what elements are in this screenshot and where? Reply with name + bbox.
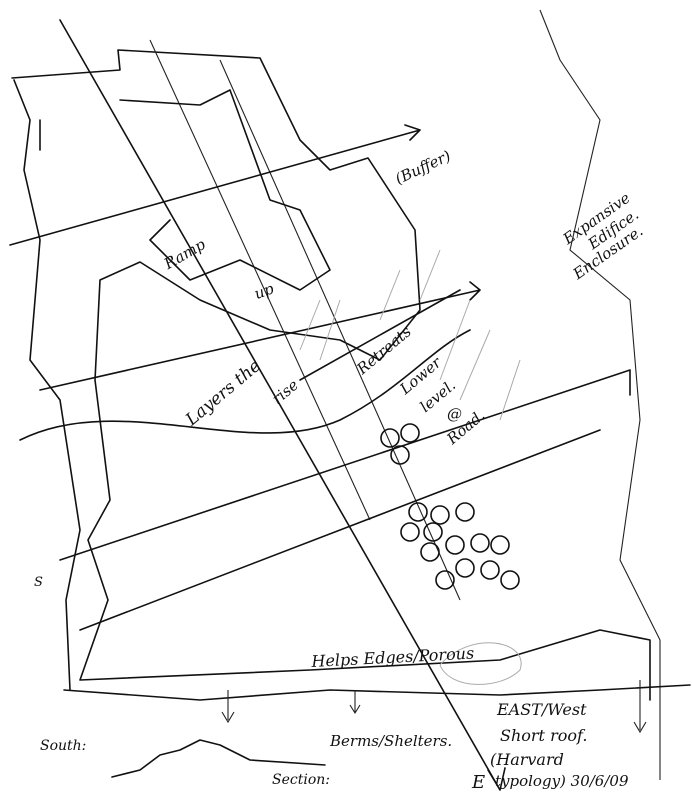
label-typology-date: typology) 30/6/09: [495, 772, 629, 790]
hatching: [299, 249, 521, 421]
section-line-2: [39, 281, 481, 391]
ground-line: [63, 684, 691, 701]
label-south: South:: [40, 738, 87, 754]
axis-line-3: [219, 59, 461, 601]
label-berms-shelters: Berms/Shelters.: [330, 732, 453, 750]
retreat-edge: [299, 289, 461, 381]
section-line-4: [79, 429, 601, 631]
stepped-building: [39, 89, 331, 291]
label-short-roof: Short roof.: [500, 726, 588, 745]
drop-arrows: [221, 680, 647, 734]
porous-oval: [439, 642, 522, 685]
label-at: @: [447, 405, 462, 423]
axis-line-2: [149, 39, 371, 521]
label-section: Section:: [272, 772, 330, 788]
section-line-3: [59, 369, 631, 561]
site-boundary: [11, 49, 651, 701]
tree-circles: [380, 423, 520, 590]
label-east-west: EAST/West: [497, 700, 587, 719]
left-edge: [13, 79, 81, 691]
label-harvard: (Harvard: [490, 750, 564, 769]
section-line-1: [9, 124, 421, 246]
label-e-mark: E: [472, 772, 486, 793]
curve-sweep: [19, 329, 471, 441]
label-s-mark: S: [34, 575, 43, 590]
section-profile: [111, 739, 326, 778]
axis-arrow-main: [59, 19, 506, 791]
right-boundary: [539, 9, 661, 780]
